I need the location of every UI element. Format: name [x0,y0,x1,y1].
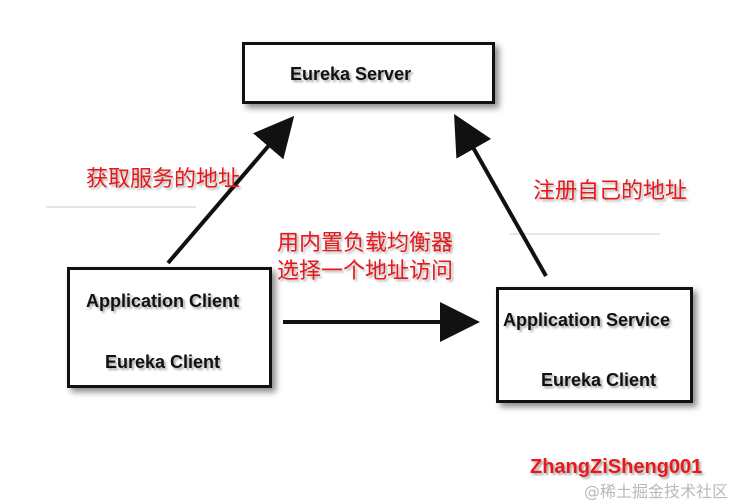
register-self-address-label: 注册自己的地址 [533,179,688,204]
load-balancer-label-line2: 选择一个地址访问 [277,259,454,284]
application-service-node: Application Service Eureka Client [496,287,693,403]
background-stroke [510,233,660,235]
eureka-server-label: Eureka Server [290,64,412,84]
eureka-server-node: Eureka Server [242,42,495,104]
application-service-title: Application Service [503,310,671,330]
background-stroke [46,206,196,208]
arrow-client-to-server [166,115,295,265]
application-client-title: Application Client [86,291,239,311]
application-service-subtitle: Eureka Client [541,370,657,390]
load-balancer-label-line1: 用内置负载均衡器 [277,231,454,256]
arrow-service-to-server [454,114,548,277]
site-watermark: @稀土掘金技术社区 [584,482,729,501]
author-watermark: ZhangZiSheng001 [530,456,703,478]
application-client-node: Application Client Eureka Client [67,267,272,388]
application-client-subtitle: Eureka Client [105,352,221,372]
get-service-address-label: 获取服务的地址 [86,167,241,192]
